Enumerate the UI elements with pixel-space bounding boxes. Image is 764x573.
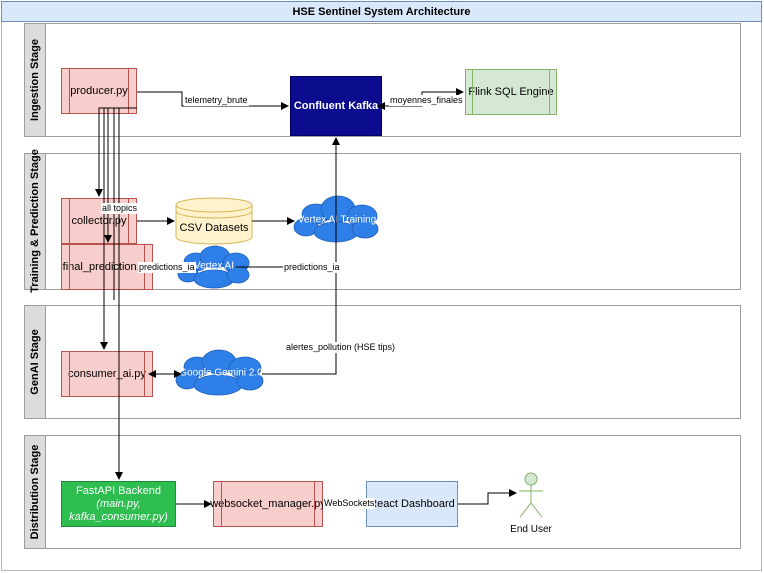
kafka-label: Confluent Kafka — [293, 100, 379, 112]
end-user-actor[interactable] — [519, 472, 543, 518]
websocket-manager-node[interactable]: websocket_manager.py — [210, 481, 326, 527]
consumer-ai-label: consumer_ai.py — [68, 368, 146, 380]
label-websockets: WebSockets — [323, 498, 376, 509]
label-telemetry: telemetry_brute — [184, 95, 249, 106]
collector-label: collector.py — [71, 215, 127, 227]
end-user-label: End User — [510, 523, 552, 535]
lane-ingestion — [24, 23, 741, 137]
react-dashboard-node[interactable]: React Dashboard — [366, 481, 458, 527]
csv-label-box: CSV Datasets — [176, 214, 252, 242]
edge-producer-collector — [95, 107, 137, 197]
label-predictions-right: predictions_ia — [283, 262, 341, 273]
label-predictions-left: predictions_ia — [138, 262, 196, 273]
label-all-topics: all topics — [101, 203, 139, 214]
react-dashboard-label: React Dashboard — [369, 498, 455, 510]
edge-alertes — [262, 137, 340, 375]
diagram-title: HSE Sentinel System Architecture — [1, 1, 762, 22]
label-moyennes: moyennes_finales — [389, 95, 464, 106]
csv-label: CSV Datasets — [179, 222, 249, 234]
producer-label: producer.py — [70, 85, 128, 97]
producer-node[interactable]: producer.py — [61, 68, 137, 114]
csv-datasets-cylinder[interactable] — [175, 197, 253, 245]
lane-header-genai — [24, 305, 46, 419]
vertex-ai-label: Vertex AI — [193, 260, 235, 272]
kafka-node[interactable]: Confluent Kafka — [290, 76, 382, 136]
edge-producer-final — [104, 107, 137, 243]
edge-producer-fastapi — [115, 107, 137, 480]
final-prediction-node[interactable]: final_prediction.py — [61, 244, 153, 290]
vertex-training-label: Vertex AI Training — [297, 214, 377, 226]
fastapi-sub2: kafka_consumer.py) — [69, 510, 168, 523]
websocket-manager-label: websocket_manager.py — [210, 498, 326, 510]
flink-node[interactable]: Flink SQL Engine — [465, 69, 557, 115]
edge-producer-consumer — [100, 107, 137, 350]
edge-react-user — [458, 489, 517, 505]
flink-label: Flink SQL Engine — [468, 86, 554, 98]
fastapi-sub1: (main.py, — [96, 497, 141, 510]
lane-header-training — [24, 153, 46, 290]
edge-producer-extra — [113, 107, 137, 300]
fastapi-node[interactable]: FastAPI Backend (main.py, kafka_consumer… — [61, 481, 176, 527]
gemini-label: Google Gemini 2.0 — [179, 367, 263, 379]
label-alertes: alertes_pollution (HSE tips) — [285, 342, 397, 353]
edge-telemetry — [137, 91, 289, 110]
final-prediction-label: final_prediction.py — [62, 261, 152, 273]
lane-header-ingestion — [24, 23, 46, 137]
fastapi-title: FastAPI Backend — [76, 484, 161, 497]
lane-header-distribution — [24, 435, 46, 549]
